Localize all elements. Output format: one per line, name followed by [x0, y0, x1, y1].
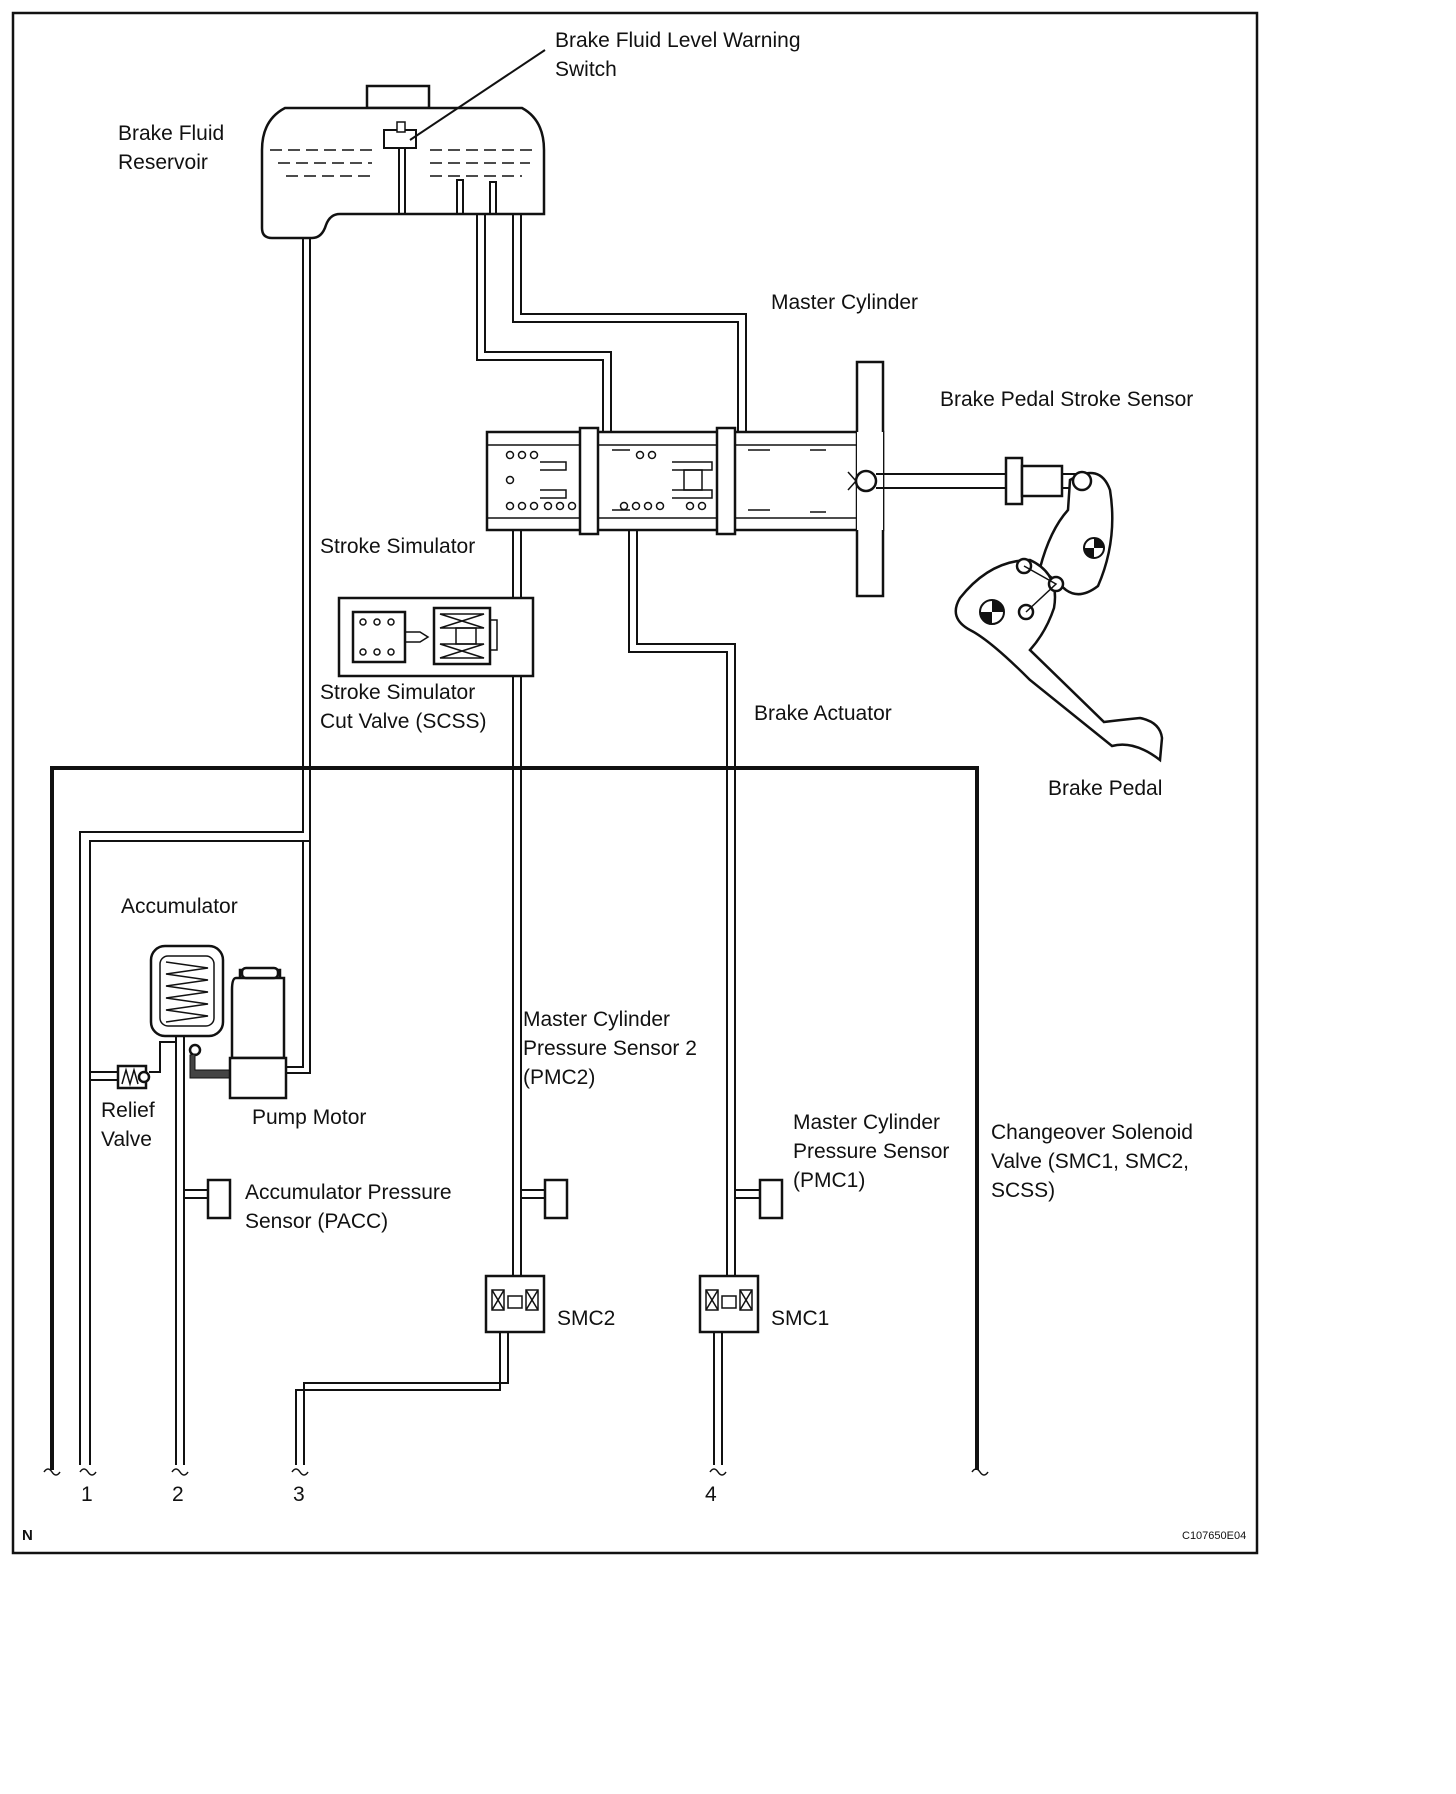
pmc1-label-line2: Pressure Sensor — [793, 1140, 949, 1163]
relief-valve-label-line1: Relief — [101, 1099, 155, 1122]
figure-code: C107650E04 — [1182, 1530, 1246, 1542]
stroke-simulator — [337, 596, 535, 678]
pmc1-label-line1: Master Cylinder — [793, 1111, 940, 1134]
changeover-valve-label-line3: SCSS) — [991, 1179, 1055, 1202]
orientation-mark: N — [22, 1527, 33, 1544]
brake-fluid-reservoir — [260, 84, 546, 240]
return-pipe — [79, 238, 304, 1465]
reservoir-label-line1: Brake Fluid — [118, 122, 224, 145]
pmc1-sensor — [758, 1178, 784, 1220]
pump-motor-label: Pump Motor — [252, 1106, 366, 1129]
pacc-label-line1: Accumulator Pressure — [245, 1181, 452, 1204]
brake-actuator-housing — [50, 766, 979, 1470]
reservoir-label-line2: Reservoir — [118, 151, 208, 174]
brake-hydraulic-diagram: Brake Fluid Level Warning Switch Brake F… — [11, 11, 1259, 1555]
relief-valve — [116, 1041, 176, 1090]
port-number-2: 2 — [172, 1483, 184, 1506]
return-pipe-inner — [89, 238, 311, 1465]
pmc2-label-line1: Master Cylinder — [523, 1008, 670, 1031]
port-break-marks — [43, 1468, 989, 1476]
pacc-label-line2: Sensor (PACC) — [245, 1210, 388, 1233]
master-cylinder-label: Master Cylinder — [771, 291, 918, 314]
stroke-sensor-label: Brake Pedal Stroke Sensor — [940, 388, 1193, 411]
push-rod — [876, 456, 1078, 506]
smc2-label: SMC2 — [557, 1307, 615, 1330]
reservoir-pipe-b — [512, 214, 739, 433]
changeover-valve-label-line1: Changeover Solenoid — [991, 1121, 1193, 1144]
pmc2-sensor — [543, 1178, 569, 1220]
port-number-3: 3 — [293, 1483, 305, 1506]
stroke-simulator-label: Stroke Simulator — [320, 535, 475, 558]
cut-valve-label-line1: Stroke Simulator — [320, 681, 475, 704]
brake-pedal — [954, 470, 1164, 763]
reservoir-pipe-a — [476, 214, 604, 433]
smc2-valve — [484, 1274, 546, 1334]
smc1-valve — [698, 1274, 760, 1334]
port-number-4: 4 — [705, 1483, 717, 1506]
changeover-valve-label-line2: Valve (SMC1, SMC2, — [991, 1150, 1189, 1173]
cut-valve-label-line2: Cut Valve (SCSS) — [320, 710, 487, 733]
warning-switch-leader — [409, 49, 546, 141]
pump-motor — [228, 966, 288, 1100]
pmc1-label-line3: (PMC1) — [793, 1169, 865, 1192]
warning-switch-label-line2: Switch — [555, 58, 617, 81]
brake-actuator-label: Brake Actuator — [754, 702, 892, 725]
brake-pedal-label: Brake Pedal — [1048, 777, 1162, 800]
pmc2-label-line3: (PMC2) — [523, 1066, 595, 1089]
warning-switch-label-line1: Brake Fluid Level Warning — [555, 29, 801, 52]
accumulator-label: Accumulator — [121, 895, 238, 918]
smc1-label: SMC1 — [771, 1307, 829, 1330]
relief-valve-label-line2: Valve — [101, 1128, 152, 1151]
figure-frame — [11, 11, 1259, 1555]
accumulator — [149, 944, 231, 1079]
master-cylinder — [485, 360, 885, 598]
port-number-1: 1 — [81, 1483, 93, 1506]
pmc2-label-line2: Pressure Sensor 2 — [523, 1037, 697, 1060]
accumulator-pressure-sensor — [206, 1178, 232, 1220]
pmc1-line — [628, 530, 728, 1278]
